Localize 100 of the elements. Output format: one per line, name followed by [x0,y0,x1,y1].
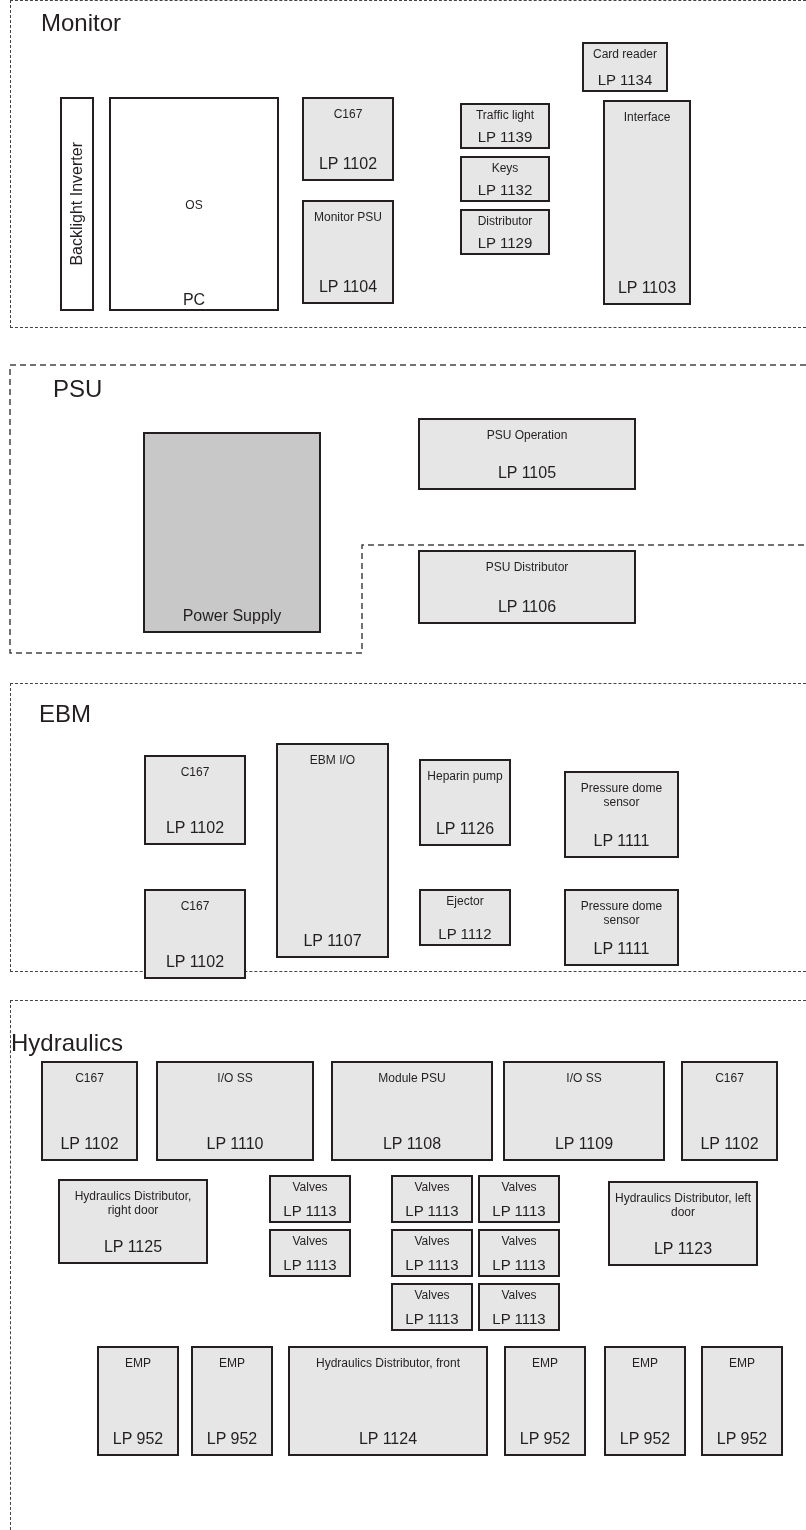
circuit-board-box [156,1061,314,1161]
board-number: LP 1113 [283,1256,337,1273]
circuit-board-box [391,1283,473,1331]
circuit-board-box [269,1175,351,1223]
board-name: Monitor PSU [314,210,382,224]
circuit-board-box [460,156,550,202]
circuit-board-box [58,1179,208,1264]
board-number: LP 952 [206,1430,258,1448]
board-name: Card reader [593,47,657,61]
board-number: LP 1110 [206,1135,264,1153]
board-number: LP 1107 [303,932,362,950]
circuit-board-box [97,1346,179,1456]
circuit-board-box [144,889,246,979]
board-number: LP 1113 [405,1310,459,1327]
board-name: Distributor [477,214,533,228]
circuit-board-box [418,418,636,490]
board-number: LP 1102 [165,819,225,837]
circuit-board-box [60,97,94,311]
circuit-board-box [144,755,246,845]
board-name: Valves [292,1234,328,1248]
circuit-board-box [269,1229,351,1277]
board-name: Traffic light [476,108,534,122]
circuit-board-box [460,103,550,149]
region-title: EBM [39,700,91,728]
board-number: LP 1103 [617,279,677,297]
circuit-board-box [418,550,636,624]
circuit-board-box [276,743,389,958]
board-name: C167 [75,1071,104,1085]
board-name: Valves [414,1180,450,1194]
board-name: Hydraulics Distributor, front [315,1356,460,1370]
board-number: LP 1126 [435,820,495,838]
board-number: LP 1112 [438,925,492,942]
board-name: Backlight Inverter [70,142,84,266]
board-name: Ejector [446,894,484,908]
board-name: C167 [180,899,210,913]
board-number: LP 952 [619,1430,671,1448]
circuit-board-box [478,1283,560,1331]
circuit-board-box [503,1061,665,1161]
board-name: Keys [491,161,519,175]
board-name: Pressure dome sensor [579,781,664,809]
circuit-board-box [41,1061,138,1161]
board-name: C167 [180,765,210,779]
circuit-board-box [701,1346,783,1456]
board-name: PSU Operation [486,428,568,442]
circuit-board-box [302,200,394,304]
board-name: EMP [125,1356,151,1370]
board-number: LP 1104 [318,278,378,296]
dashed-region [10,0,806,328]
region-title: Hydraulics [11,1029,124,1057]
board-name: Valves [292,1180,328,1194]
circuit-board-box [460,209,550,255]
board-name: EMP [219,1356,245,1370]
board-name: EMP [729,1356,755,1370]
circuit-board-box [109,97,279,311]
board-name: PSU Distributor [485,560,569,574]
board-name: Hydraulics Distributor, right door [73,1189,193,1217]
circuit-board-box [564,889,679,966]
circuit-board-box [608,1181,758,1266]
circuit-board-box [302,97,394,181]
circuit-board-box [582,42,668,92]
board-number: LP 952 [519,1430,571,1448]
board-number: LP 1109 [554,1135,614,1153]
board-name: I/O SS [566,1071,602,1085]
board-number: LP 1134 [597,71,653,88]
circuit-board-box [603,100,691,305]
board-name: Hydraulics Distributor, left door [613,1191,752,1219]
circuit-board-box [564,771,679,858]
board-number: LP 1129 [477,234,533,251]
circuit-board-box [331,1061,493,1161]
board-number: LP 1106 [497,598,557,616]
board-number: LP 1113 [405,1202,459,1219]
board-number: LP 1108 [382,1135,442,1153]
circuit-board-box [391,1175,473,1223]
board-number: LP 1132 [477,181,533,198]
board-number: LP 1102 [700,1135,759,1153]
board-number: LP 952 [716,1430,768,1448]
circuit-board-box [419,889,511,946]
board-name: Module PSU [378,1071,446,1085]
board-number: LP 1111 [593,940,650,958]
board-number: LP 1113 [492,1202,546,1219]
board-name: Valves [501,1288,537,1302]
board-number: LP 1102 [60,1135,119,1153]
circuit-board-box [391,1229,473,1277]
board-name: Valves [414,1288,450,1302]
board-name: EMP [632,1356,658,1370]
board-number: LP 1113 [283,1202,337,1219]
board-number: LP 1139 [477,128,533,145]
board-name: EBM I/O [309,753,356,767]
board-name: C167 [333,107,363,121]
circuit-board-box [478,1175,560,1223]
board-number: LP 1123 [653,1240,713,1258]
board-number: LP 1102 [318,155,378,173]
board-name: C167 [715,1071,744,1085]
region-title: Monitor [41,9,122,37]
board-name: OS [185,198,203,212]
board-name: Valves [501,1234,537,1248]
board-name: Interface [623,110,671,124]
board-number: LP 1111 [593,832,650,850]
board-number: PC [181,291,207,309]
region-title: PSU [53,375,103,403]
